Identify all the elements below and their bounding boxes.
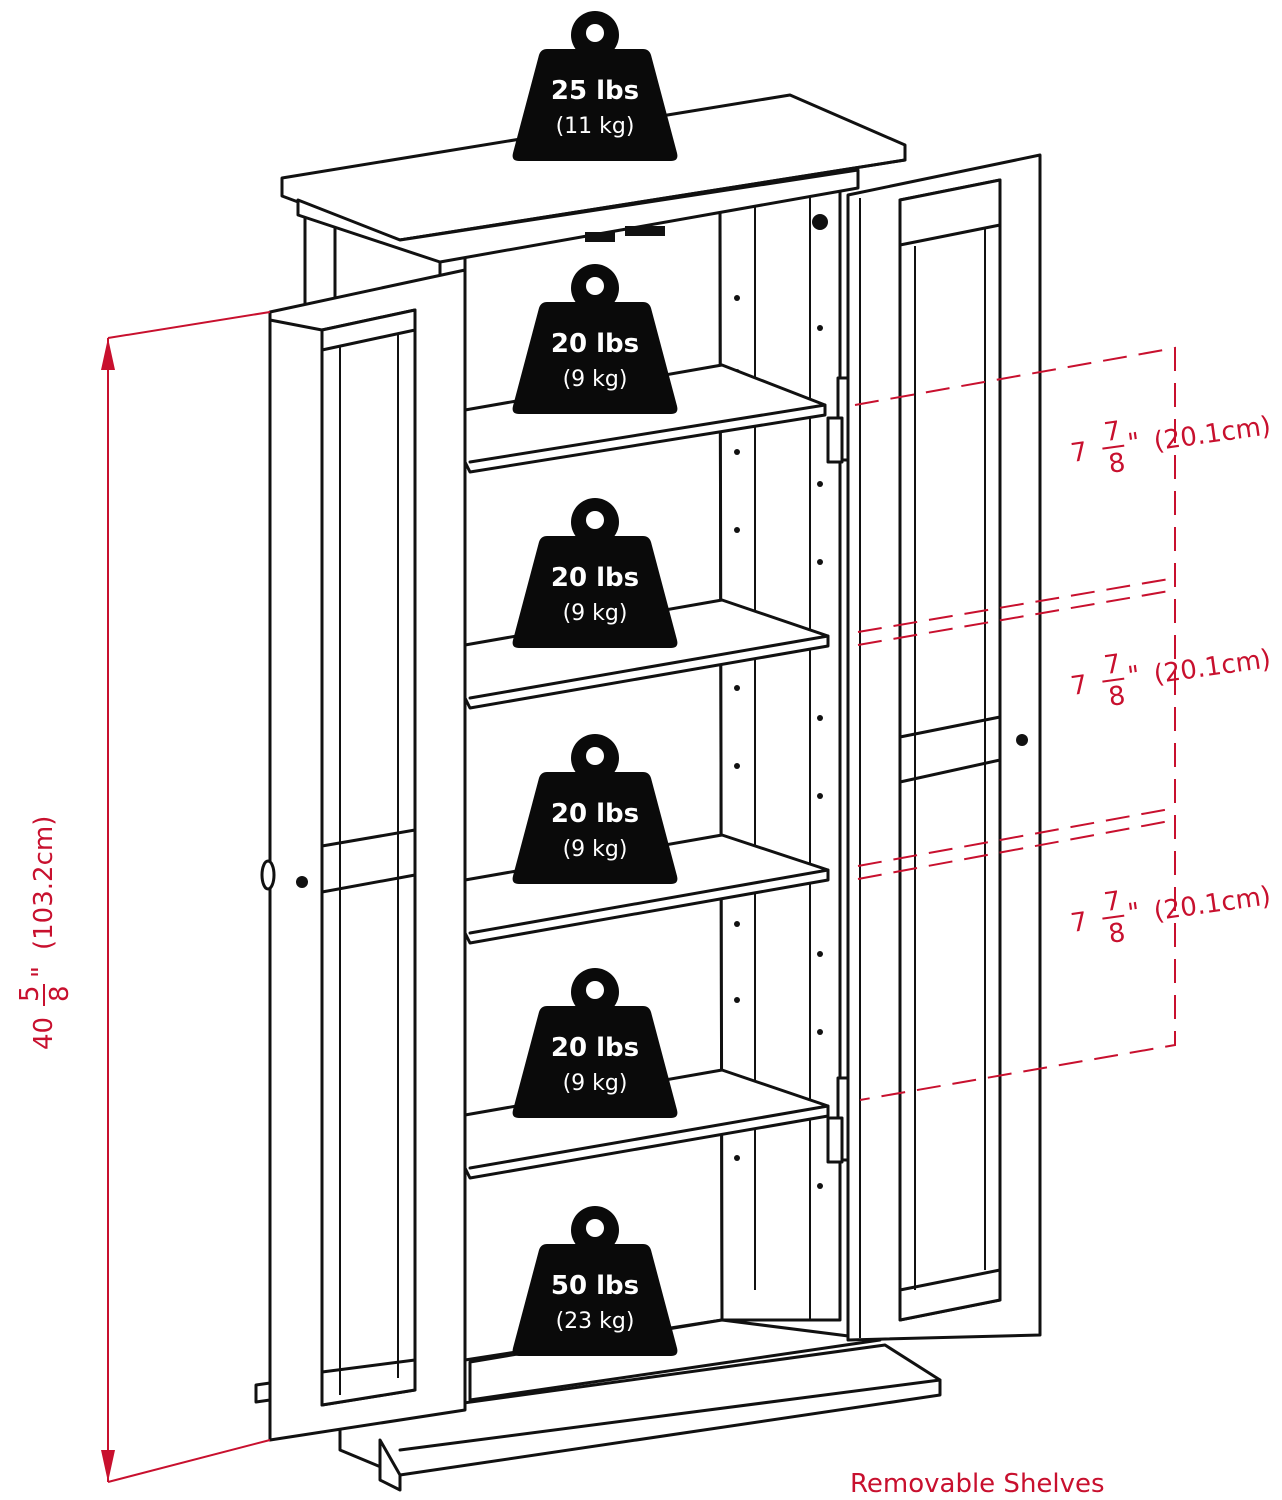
svg-text:7: 7 <box>1102 886 1123 918</box>
weight-icon-shelf-1: 20 lbs (9 kg) <box>512 264 678 414</box>
weight-icon-shelf-4: 20 lbs (9 kg) <box>512 968 678 1118</box>
caption-removable-shelves: Removable Shelves <box>850 1469 1105 1499</box>
svg-text:50 lbs: 50 lbs <box>551 1271 639 1301</box>
weight-icon-shelf-3: 20 lbs (9 kg) <box>512 734 678 884</box>
svg-text:(9 kg): (9 kg) <box>563 837 628 862</box>
svg-text:8: 8 <box>1107 681 1128 713</box>
svg-text:7: 7 <box>1069 437 1090 469</box>
shelves <box>463 363 830 1180</box>
weight-icon-top: 25 lbs (11 kg) <box>512 11 678 161</box>
svg-text:": " <box>1126 898 1142 929</box>
height-metric: (103.2cm) <box>29 816 59 950</box>
svg-text:8: 8 <box>1107 918 1128 950</box>
spacing-2: 7 7 8 " (20.1cm) <box>1069 644 1273 713</box>
svg-text:20 lbs: 20 lbs <box>551 799 639 829</box>
svg-text:7: 7 <box>1102 649 1123 681</box>
svg-text:(9 kg): (9 kg) <box>563 367 628 392</box>
svg-text:(20.1cm): (20.1cm) <box>1152 881 1273 927</box>
svg-text:(20.1cm): (20.1cm) <box>1152 411 1273 457</box>
svg-text:20 lbs: 20 lbs <box>551 563 639 593</box>
height-den: 8 <box>45 985 75 1002</box>
svg-text:20 lbs: 20 lbs <box>551 1033 639 1063</box>
left-door <box>254 268 467 1442</box>
crown-molding <box>296 168 860 264</box>
base-plinth <box>338 1343 942 1477</box>
height-num: 5 <box>15 985 45 1002</box>
svg-text:": " <box>1126 661 1142 692</box>
height-dimension: 40 5 8 " (103.2cm) <box>15 311 271 1483</box>
left-door-knob <box>296 876 308 888</box>
spacing-3: 7 7 8 " (20.1cm) <box>1069 881 1273 950</box>
svg-text:7: 7 <box>1102 416 1123 448</box>
svg-text:(20.1cm): (20.1cm) <box>1152 644 1273 690</box>
svg-text:7: 7 <box>1069 907 1090 939</box>
height-inch: " <box>27 966 57 978</box>
svg-text:": " <box>1126 428 1142 459</box>
svg-text:(9 kg): (9 kg) <box>563 601 628 626</box>
svg-text:20 lbs: 20 lbs <box>551 329 639 359</box>
svg-text:(11 kg): (11 kg) <box>556 114 635 139</box>
cabinet <box>254 93 1042 1492</box>
svg-text:7: 7 <box>1069 670 1090 702</box>
svg-text:(9 kg): (9 kg) <box>563 1071 628 1096</box>
right-side-panel <box>718 188 842 1322</box>
weight-icon-bottom: 50 lbs (23 kg) <box>512 1206 678 1356</box>
svg-text:8: 8 <box>1107 448 1128 480</box>
height-whole: 40 <box>29 1017 59 1050</box>
svg-text:(23 kg): (23 kg) <box>556 1309 635 1334</box>
spacing-1: 7 7 8 " (20.1cm) <box>1069 411 1273 480</box>
weight-icon-shelf-2: 20 lbs (9 kg) <box>512 498 678 648</box>
right-door-knob <box>1016 734 1028 746</box>
right-door <box>846 153 1042 1342</box>
svg-text:25 lbs: 25 lbs <box>551 76 639 106</box>
